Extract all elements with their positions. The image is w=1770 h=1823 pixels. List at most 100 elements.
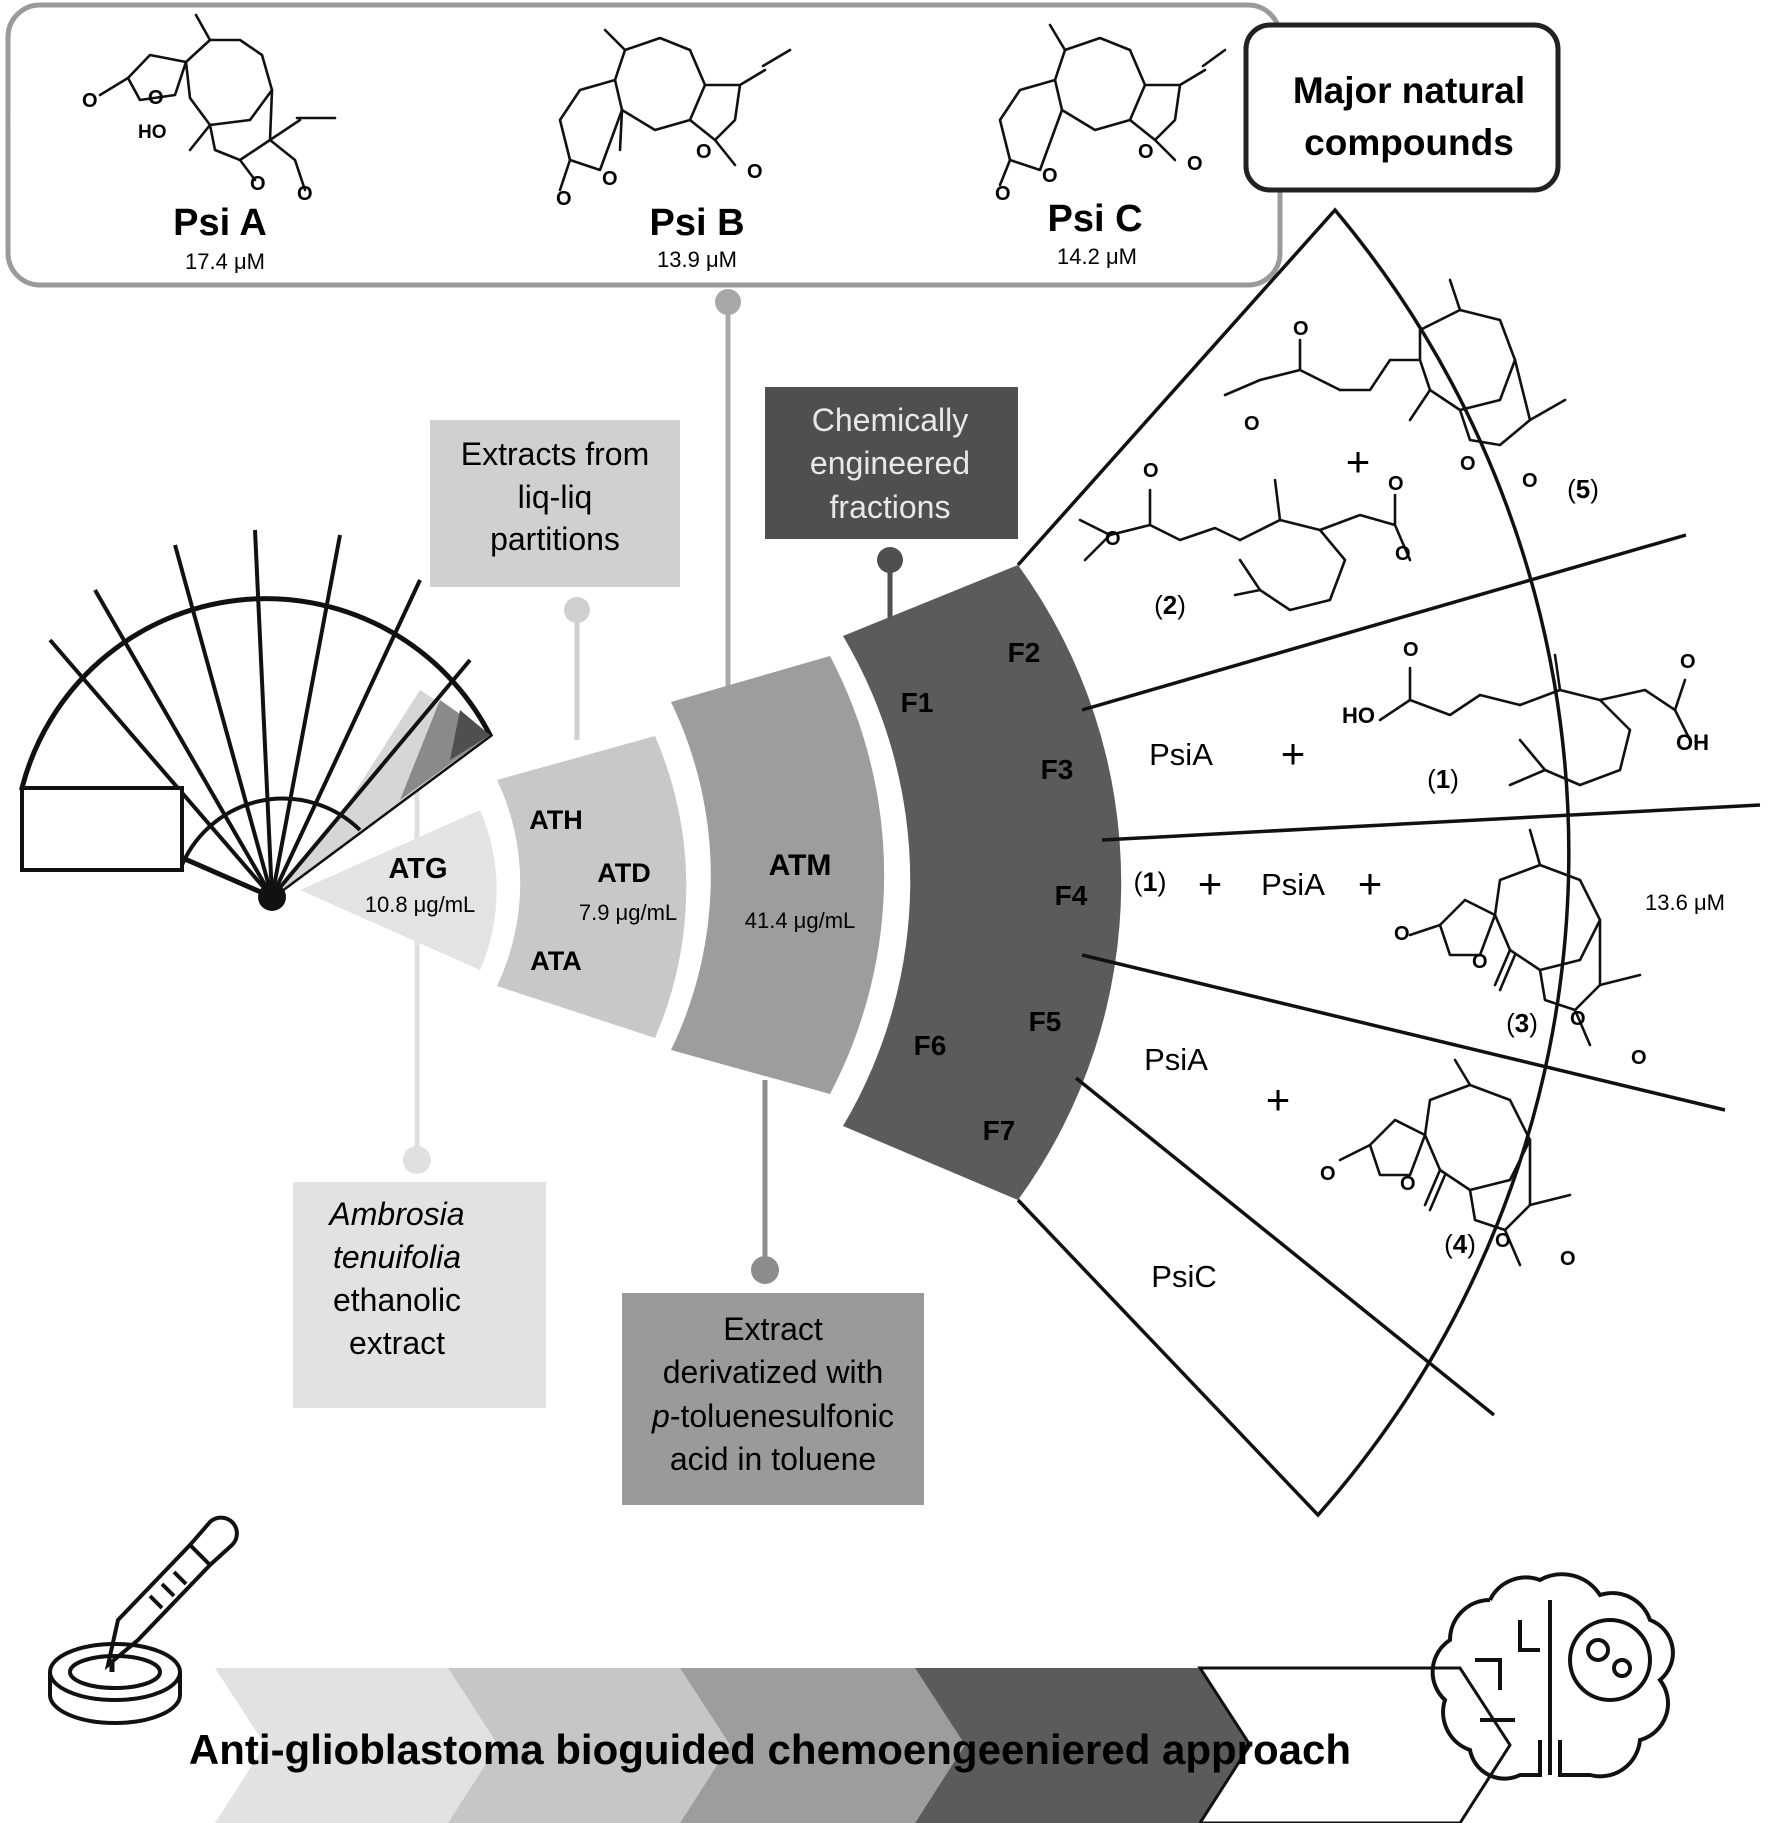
row1-label-2-num: 2 (1163, 590, 1177, 620)
compound-2-structure: O O O O (1078, 460, 1412, 612)
cmp1-o1: O (1403, 639, 1419, 661)
ambrosia-callout-line2: tenuifolia (333, 1239, 461, 1275)
deriv-callout-toluenesulfonic: -toluenesulfonic (670, 1398, 894, 1434)
row4-label-4-close: ) (1467, 1229, 1476, 1259)
deriv-callout-box (622, 1293, 924, 1505)
banner-arrows (215, 1666, 1512, 1823)
cmp2-o2: O (1105, 528, 1121, 550)
chem-callout-line2: engineered (810, 445, 970, 481)
cmp3-o1: O (1394, 923, 1410, 945)
cmp4-o1: O (1320, 1163, 1336, 1185)
psi-b-o2: O (602, 168, 618, 190)
cmp4-o4: O (1560, 1248, 1576, 1270)
psi-a-ic50: 17.4 μM (185, 249, 265, 274)
fraction-f6: F6 (914, 1030, 947, 1061)
cmp4-o2: O (1400, 1173, 1416, 1195)
fraction-f4: F4 (1055, 880, 1088, 911)
liq-callout-line3: partitions (490, 521, 620, 557)
psi-c-o1: O (995, 183, 1011, 205)
row1-label-2: (2) (1154, 590, 1186, 620)
liq-callout-box (430, 420, 680, 587)
compound-3-structure: O O O O (1394, 828, 1647, 1069)
atd-sector (497, 736, 687, 1038)
psi-c-structure: O O O O (995, 23, 1227, 205)
fractions-sector (843, 565, 1122, 1200)
liq-callout-line1: Extracts from (461, 436, 649, 472)
outer-fan (1016, 207, 1761, 1518)
psi-b-o1: O (556, 188, 572, 210)
row3-plus2: + (1358, 860, 1383, 907)
ambrosia-callout-line4: extract (349, 1325, 445, 1361)
psi-b-name: Psi B (649, 202, 744, 244)
psi-b-connector-dot (715, 289, 741, 315)
psi-a-o4: O (297, 183, 313, 205)
cmp3-o2: O (1472, 951, 1488, 973)
cmp1-ho: HO (1342, 703, 1375, 728)
ambrosia-callout-line3: ethanolic (333, 1282, 461, 1318)
atg-sector (300, 810, 497, 970)
deriv-callout-p: p (651, 1398, 670, 1434)
row2-label-1: (1) (1427, 764, 1459, 794)
cmp3-o4: O (1631, 1047, 1647, 1069)
cmp3-o3: O (1570, 1008, 1586, 1030)
cmp2-o4: O (1395, 543, 1411, 565)
ambrosia-callout-box (293, 1182, 546, 1408)
psi-c-ic50: 14.2 μM (1057, 244, 1137, 269)
petri-dropper-icon (48, 1515, 239, 1725)
row3-lead-num: 1 (1142, 867, 1157, 897)
atm-label: ATM (769, 849, 832, 882)
liq-callout-line2: liq-liq (518, 479, 593, 515)
cmp1-oh: OH (1676, 730, 1709, 755)
deriv-connector-dot (751, 1256, 779, 1284)
atm-sector (671, 656, 885, 1094)
major-compounds-title-line2: compounds (1304, 122, 1514, 163)
ambrosia-connector-dot (403, 1146, 431, 1174)
row2-label-1-num: 1 (1436, 764, 1450, 794)
row3-ic50: 13.6 μM (1645, 890, 1725, 915)
row3-lead-open: ( (1133, 867, 1142, 897)
row1-label-5-close: ) (1590, 474, 1599, 504)
compound-1-structure: O O (1378, 639, 1696, 787)
row3-label-3: (3) (1506, 1008, 1538, 1038)
row2-label-1-open: ( (1427, 764, 1436, 794)
row1-label-2-open: ( (1154, 590, 1163, 620)
row1-label-5: (5) (1567, 474, 1599, 504)
psi-b-o3: O (696, 141, 712, 163)
row2-plus: + (1281, 730, 1306, 777)
row2-label-1-close: ) (1450, 764, 1459, 794)
row4-label-4-num: 4 (1453, 1229, 1468, 1259)
row1-plus: + (1346, 438, 1371, 485)
psi-c-o2: O (1042, 165, 1058, 187)
psi-b-structure: O O O O (556, 28, 792, 210)
ambrosia-callout-line1: Ambrosia (327, 1196, 464, 1232)
fan-icon (19, 529, 494, 911)
row3-lead: (1) (1133, 867, 1166, 897)
psi-b-o4: O (747, 161, 763, 183)
psi-a-o3: O (250, 173, 266, 195)
ath-label: ATH (529, 805, 583, 835)
row1-label-5-num: 5 (1576, 474, 1590, 504)
liq-connector-dot (564, 597, 590, 623)
row4-label-4: (4) (1444, 1229, 1476, 1259)
row1-label-2-close: ) (1177, 590, 1186, 620)
psi-a-o2: O (148, 87, 164, 109)
cmp2-o1: O (1143, 460, 1159, 482)
cmp5-o3: O (1460, 453, 1476, 475)
deriv-callout-line2: derivatized with (663, 1354, 884, 1390)
psi-c-name: Psi C (1047, 198, 1142, 240)
atd-label: ATD (597, 858, 651, 888)
psi-c-o4: O (1187, 153, 1203, 175)
compound-4-structure: O O O O (1320, 1058, 1576, 1270)
brain-icon (1430, 1572, 1675, 1781)
psi-a-o1: O (82, 90, 98, 112)
psi-b-ic50: 13.9 μM (657, 247, 737, 272)
chem-connector-dot (877, 547, 903, 573)
fraction-f1: F1 (901, 687, 934, 718)
row3-label-3-num: 3 (1515, 1008, 1529, 1038)
row3-label-3-open: ( (1506, 1008, 1515, 1038)
psi-c-o3: O (1138, 141, 1154, 163)
deriv-callout-line1: Extract (723, 1311, 823, 1347)
fraction-f3: F3 (1041, 754, 1074, 785)
atg-label: ATG (388, 853, 447, 885)
row3-label-3-close: ) (1529, 1008, 1538, 1038)
